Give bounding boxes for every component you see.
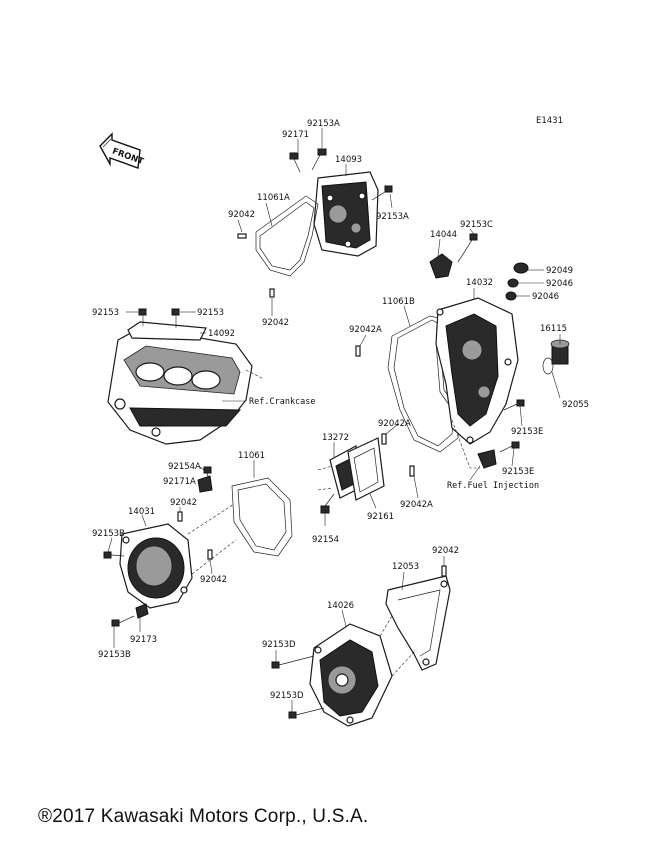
label-14026: 14026 [327,601,354,611]
label-14093: 14093 [335,155,362,165]
label-16115: 16115 [540,324,567,334]
label-92171a: 92171A [163,477,196,487]
fuel-bracket [477,449,497,469]
gasket-92161 [347,437,385,501]
label-92153a-top: 92153A [307,119,340,129]
label-ref-crankcase: Ref.Crankcase [249,397,316,407]
bolt-92153b-b [111,615,135,627]
copyright-text: ®2017 Kawasaki Motors Corp., U.S.A. [38,806,369,827]
label-11061a: 11061A [257,193,290,203]
label-92171: 92171 [282,130,309,140]
label-92046-b: 92046 [532,292,559,302]
front-arrow-icon: FRONT [99,132,145,169]
label-92153e-b: 92153E [502,467,534,477]
label-ref-fuel-injection: Ref.Fuel Injection [447,481,539,491]
part-14093-cover [313,171,379,257]
part-14031-cover [119,523,193,609]
label-92046-a: 92046 [546,279,573,289]
clamp-92173 [135,603,149,619]
dowel-pin-92042a-c [409,465,415,477]
label-92153e-a: 92153E [511,427,543,437]
label-14092: 14092 [208,329,235,339]
label-92042-c: 92042 [170,498,197,508]
label-92154a: 92154A [168,462,201,472]
o-ring-92046-b [505,291,517,301]
part-12053-bracket [385,575,451,671]
label-92161: 92161 [367,512,394,522]
dowel-pin-92042-a [237,233,247,239]
label-92042-b: 92042 [262,318,289,328]
label-92153-l: 92153 [92,308,119,318]
gasket-11061a [255,195,319,277]
label-92153c: 92153C [460,220,493,230]
diagram-id: E1431 [536,116,563,126]
label-92153b-a: 92153B [92,529,125,539]
label-11061: 11061 [238,451,265,461]
part-14092-plate [127,321,207,341]
label-92042-e: 92042 [432,546,459,556]
bolt-92153-l [138,308,147,316]
part-14026-cover [309,623,393,727]
label-12053: 12053 [392,562,419,572]
label-14032: 14032 [466,278,493,288]
label-92153d-a: 92153D [262,640,296,650]
gasket-11061 [231,477,293,557]
label-92042a-c: 92042A [400,500,433,510]
label-13272: 13272 [322,433,349,443]
label-92153d-b: 92153D [270,691,304,701]
label-92153-r: 92153 [197,308,224,318]
bolt-92153a-right [371,185,393,201]
bolt-92153-r [171,308,180,316]
part-14044-bracket [429,253,453,279]
label-92153b-b: 92153B [98,650,131,660]
dowel-pin-92042-d [207,549,213,560]
bolt-92153c [457,233,478,263]
label-14044: 14044 [430,230,457,240]
o-ring-92046-a [507,278,519,288]
bracket-92171a [197,475,213,493]
dowel-pin-92042a-b [381,433,387,445]
label-92042a-b: 92042A [378,419,411,429]
label-14031: 14031 [128,507,155,517]
bolt-92171 [289,152,301,173]
label-92173: 92173 [130,635,157,645]
dowel-pin-92042a-a [355,345,361,357]
part-14032-cover [435,297,519,445]
label-92153a-right: 92153A [376,212,409,222]
bolt-92153e-a [503,399,525,411]
label-92154: 92154 [312,535,339,545]
bolt-92154 [320,493,335,514]
cap-92049 [513,262,529,274]
bolt-92153e-b [499,441,520,453]
label-92049: 92049 [546,266,573,276]
bolt-92153d-b [288,707,325,719]
o-ring-92055 [542,357,554,375]
bolt-92153d-a [271,655,315,669]
label-92055: 92055 [562,400,589,410]
dowel-pin-92042-b [269,288,275,298]
crankcase-reference [107,327,253,445]
label-92042a-a: 92042A [349,325,382,335]
label-92042-d: 92042 [200,575,227,585]
label-11061b: 11061B [382,297,415,307]
bolt-92153b-a [103,551,125,559]
label-92042-a: 92042 [228,210,255,220]
dowel-pin-92042-e [441,565,447,577]
bolt-92153a-top [311,148,327,171]
dowel-pin-92042-c [177,511,183,522]
